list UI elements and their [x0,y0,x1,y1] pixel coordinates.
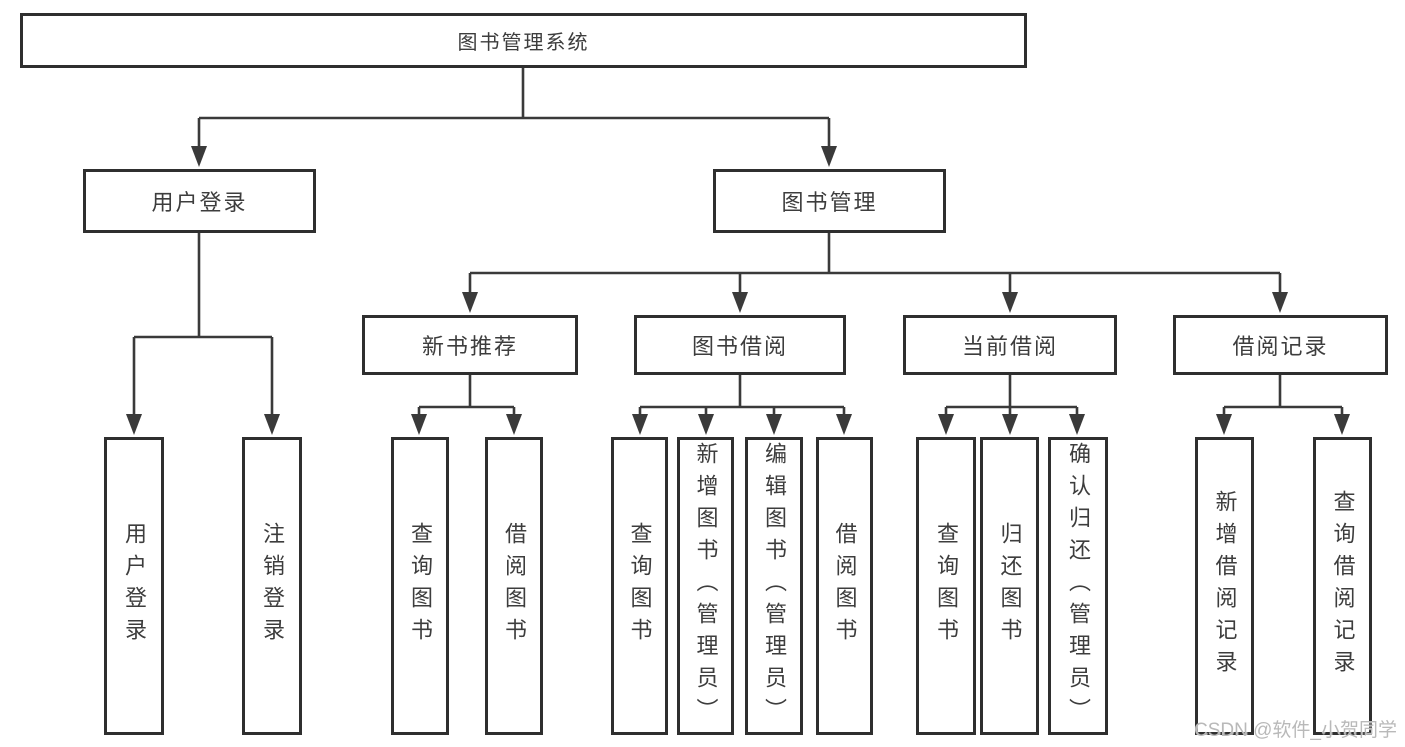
connector-new-book-recommend-branch [411,375,522,435]
leaf-bb-borrow-book-label: 借阅图书 [832,522,858,650]
leaf-logout: 注销登录 [242,437,302,735]
leaf-user-login: 用户登录 [104,437,164,735]
leaf-br-add-record-label: 新增借阅记录 [1212,490,1238,682]
leaf-nb-query-book-label: 查询图书 [408,522,433,650]
leaf-logout-label: 注销登录 [260,522,285,650]
leaf-bb-add-book-admin-label: 新增图书（管理员） [693,442,719,730]
leaf-nb-query-book: 查询图书 [391,437,449,735]
connector-borrow-records-branch [1216,375,1350,435]
node-current-borrow: 当前借阅 [903,315,1117,375]
node-book-borrow: 图书借阅 [634,315,846,375]
leaf-br-add-record: 新增借阅记录 [1195,437,1254,735]
connector-book-borrow-branch [632,375,852,435]
node-user-login: 用户登录 [83,169,316,233]
leaf-br-query-record-label: 查询借阅记录 [1330,490,1356,682]
leaf-bb-edit-book-admin: 编辑图书（管理员） [745,437,803,735]
node-book-management: 图书管理 [713,169,946,233]
leaf-cb-return-book-label: 归还图书 [997,522,1023,650]
csdn-watermark: CSDN @软件_小贺同学 [1194,720,1397,741]
leaf-bb-query-book: 查询图书 [611,437,668,735]
node-borrow-records: 借阅记录 [1173,315,1388,375]
leaf-nb-borrow-book-label: 借阅图书 [502,522,527,650]
leaf-bb-borrow-book: 借阅图书 [816,437,873,735]
leaf-bb-edit-book-admin-label: 编辑图书（管理员） [762,442,787,730]
leaf-cb-confirm-return-admin: 确认归还（管理员） [1048,437,1108,735]
leaf-bb-query-book-label: 查询图书 [627,522,653,650]
leaf-cb-query-book-label: 查询图书 [934,522,959,650]
connector-current-borrow-branch [938,375,1085,435]
leaf-cb-confirm-return-admin-label: 确认归还（管理员） [1066,442,1091,730]
leaf-user-login-label: 用户登录 [122,522,147,650]
leaf-cb-query-book: 查询图书 [916,437,976,735]
node-new-book-recommend: 新书推荐 [362,315,578,375]
connector-book-management-branch [462,233,1288,313]
connector-user-login-branch [126,233,280,435]
node-root-library-system: 图书管理系统 [20,13,1027,68]
connector-root-to-level2 [191,68,837,167]
leaf-nb-borrow-book: 借阅图书 [485,437,543,735]
leaf-cb-return-book: 归还图书 [980,437,1039,735]
leaf-br-query-record: 查询借阅记录 [1313,437,1372,735]
leaf-bb-add-book-admin: 新增图书（管理员） [677,437,734,735]
